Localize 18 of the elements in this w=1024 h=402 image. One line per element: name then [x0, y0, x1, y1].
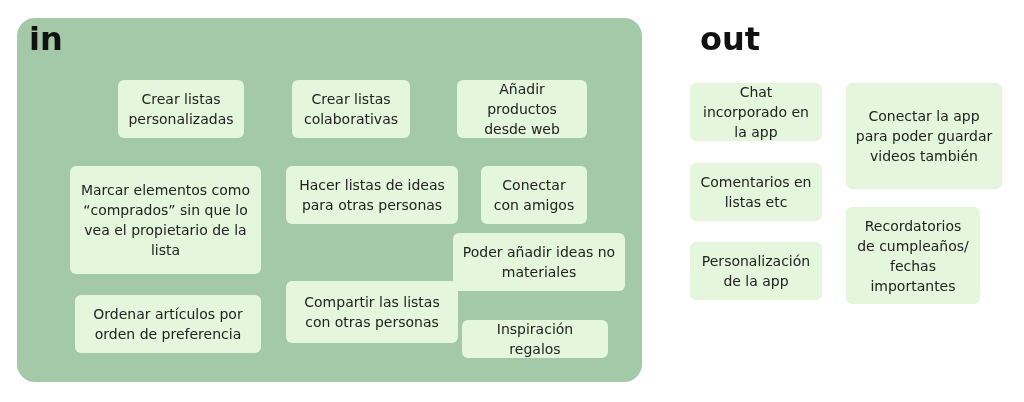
sticky-note: Conectar con amigos: [481, 166, 587, 224]
sticky-note: Hacer listas de ideas para otras personas: [286, 166, 458, 224]
sticky-note: Chat incorporado en la app: [690, 83, 822, 141]
group-panel: [17, 18, 642, 382]
sticky-note: Inspiración regalos: [462, 320, 608, 358]
sticky-note: Compartir las listas con otras personas: [286, 281, 458, 343]
sticky-note: Añadir productos desde web: [457, 80, 587, 138]
column-heading: out: [700, 20, 761, 58]
sticky-note: Ordenar artículos por orden de preferencia: [75, 295, 261, 353]
sticky-note: Crear listas personalizadas: [118, 80, 244, 138]
sticky-note: Marcar elementos como “comprados” sin que lo vea el propietario de la lista: [70, 166, 261, 274]
sticky-note: Recordatorios de cumpleaños/ fechas importantes: [846, 207, 980, 304]
sticky-note: Comentarios en listas etc: [690, 163, 822, 221]
sticky-note: Poder añadir ideas no materiales: [453, 233, 625, 291]
sticky-note: Personalización de la app: [690, 242, 822, 300]
sticky-note: Conectar la app para poder guardar videos también: [846, 83, 1002, 189]
sticky-note: Crear listas colaborativas: [292, 80, 410, 138]
panel-heading: in: [29, 20, 63, 58]
